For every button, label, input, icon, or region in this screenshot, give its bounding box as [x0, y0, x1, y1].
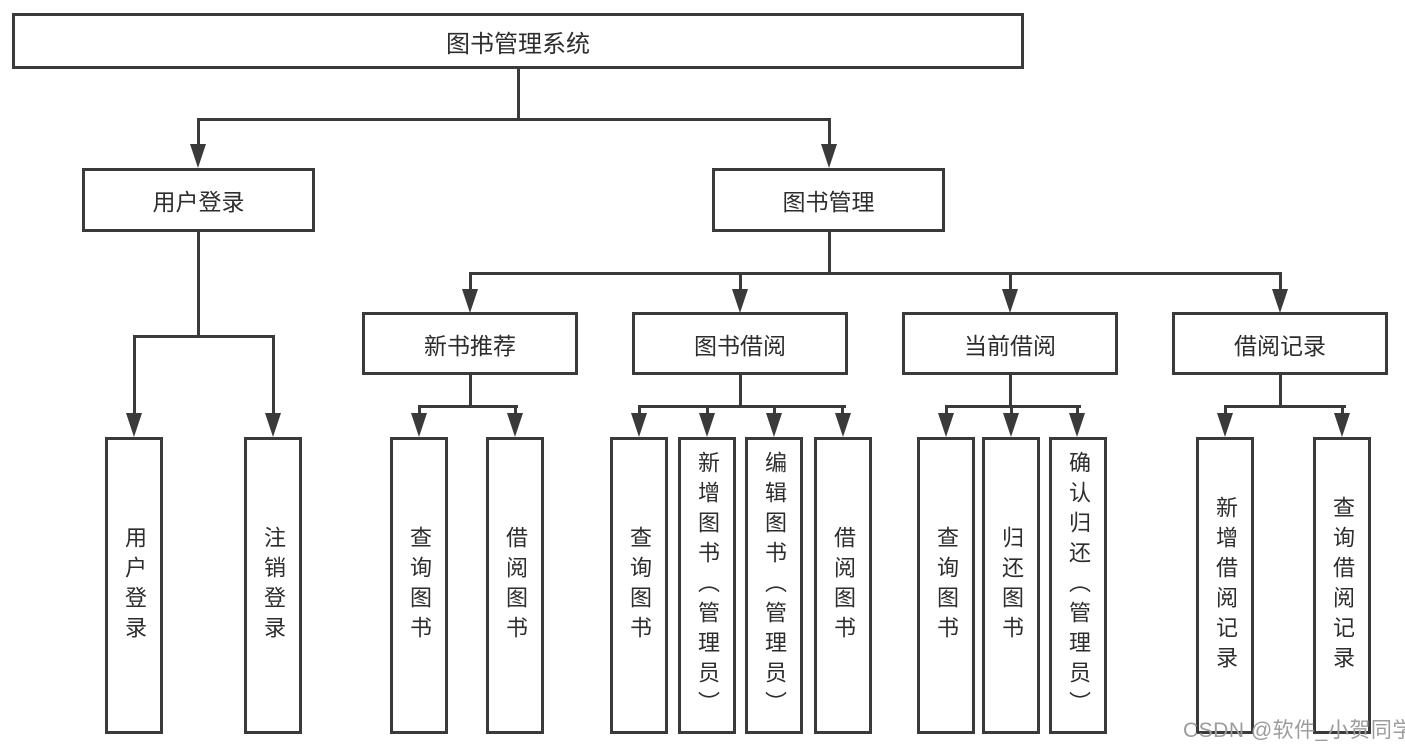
tree-line — [739, 272, 742, 292]
node-label: 编辑图书（管理员） — [762, 450, 787, 721]
node-label: 查询图书 — [627, 525, 652, 646]
arrow-down-icon — [190, 144, 206, 168]
tree-line — [133, 335, 136, 417]
tree-line — [197, 232, 200, 338]
node-borrow-records: 借阅记录 — [1172, 312, 1388, 375]
leaf-query-borrow-record: 查询借阅记录 — [1313, 437, 1371, 734]
tree-line — [1009, 375, 1012, 408]
tree-line — [517, 69, 520, 120]
arrow-down-icon — [1002, 289, 1018, 313]
node-label: 借阅记录 — [1234, 332, 1326, 359]
arrow-down-icon — [821, 144, 837, 168]
node-label: 注销登录 — [261, 525, 286, 646]
tree-line — [1279, 375, 1282, 408]
tree-line — [418, 405, 518, 408]
node-label: 借阅图书 — [503, 525, 528, 646]
node-label: 图书借阅 — [694, 332, 786, 359]
tree-line — [1341, 405, 1344, 417]
leaf-add-borrow-record: 新增借阅记录 — [1196, 437, 1254, 734]
node-book-borrow: 图书借阅 — [632, 312, 848, 375]
leaf-user-login: 用户登录 — [105, 437, 163, 734]
node-label: 新书推荐 — [424, 332, 516, 359]
node-label: 当前借阅 — [964, 332, 1056, 359]
node-book-management: 图书管理 — [712, 168, 945, 232]
arrow-down-icon — [766, 413, 782, 437]
node-label: 归还图书 — [999, 525, 1024, 646]
tree-line — [739, 375, 742, 408]
tree-line — [197, 118, 200, 148]
leaf-query-books-recommend: 查询图书 — [390, 437, 448, 734]
tree-line — [945, 405, 948, 417]
tree-line — [418, 405, 421, 417]
node-label: 用户登录 — [122, 525, 147, 646]
node-label: 查询图书 — [407, 525, 432, 646]
arrow-down-icon — [699, 413, 715, 437]
tree-line — [1279, 272, 1282, 292]
tree-line — [1010, 405, 1013, 417]
tree-line — [1224, 405, 1346, 408]
tree-line — [638, 405, 846, 408]
leaf-logout: 注销登录 — [244, 437, 302, 734]
tree-line — [197, 118, 831, 121]
arrow-down-icon — [1003, 413, 1019, 437]
csdn-watermark: CSDN @软件_小贺同学 — [1183, 719, 1405, 742]
node-label: 新增图书（管理员） — [695, 450, 720, 721]
arrow-down-icon — [631, 413, 647, 437]
node-label: 确认归还（管理员） — [1066, 450, 1091, 721]
arrow-down-icon — [126, 413, 142, 437]
arrow-down-icon — [1069, 413, 1085, 437]
node-label: 查询借阅记录 — [1330, 495, 1355, 676]
tree-line — [773, 405, 776, 417]
leaf-borrow-books-recommend: 借阅图书 — [486, 437, 544, 734]
arrow-down-icon — [411, 413, 427, 437]
arrow-down-icon — [732, 289, 748, 313]
arrow-down-icon — [265, 413, 281, 437]
tree-line — [841, 405, 844, 417]
node-current-borrow: 当前借阅 — [902, 312, 1118, 375]
node-new-book-recommend: 新书推荐 — [362, 312, 578, 375]
arrow-down-icon — [462, 289, 478, 313]
node-label: 新增借阅记录 — [1213, 495, 1238, 676]
arrow-down-icon — [507, 413, 523, 437]
tree-line — [469, 272, 472, 292]
tree-line — [828, 118, 831, 148]
node-label: 查询图书 — [934, 525, 959, 646]
node-label: 用户登录 — [152, 189, 245, 215]
tree-line — [514, 405, 517, 417]
tree-line — [469, 272, 1282, 275]
leaf-borrow-books: 借阅图书 — [814, 437, 872, 734]
tree-line — [133, 335, 275, 338]
arrow-down-icon — [1272, 289, 1288, 313]
arrow-down-icon — [1334, 413, 1350, 437]
tree-line — [945, 405, 1081, 408]
tree-line — [469, 375, 472, 408]
tree-line — [1224, 405, 1227, 417]
node-label: 图书管理 — [782, 189, 875, 215]
arrow-down-icon — [938, 413, 954, 437]
leaf-return-books: 归还图书 — [982, 437, 1040, 734]
leaf-query-books-borrow: 查询图书 — [610, 437, 668, 734]
leaf-add-book-admin: 新增图书（管理员） — [678, 437, 736, 734]
tree-line — [706, 405, 709, 417]
tree-line — [638, 405, 641, 417]
node-label: 图书管理系统 — [446, 30, 590, 58]
tree-line — [1009, 272, 1012, 292]
arrow-down-icon — [1217, 413, 1233, 437]
tree-line — [1076, 405, 1079, 417]
tree-line — [828, 232, 831, 275]
node-library-management-system: 图书管理系统 — [12, 13, 1024, 69]
leaf-confirm-return-admin: 确认归还（管理员） — [1049, 437, 1107, 734]
node-label: 借阅图书 — [831, 525, 856, 646]
node-user-login: 用户登录 — [82, 168, 315, 232]
leaf-edit-book-admin: 编辑图书（管理员） — [745, 437, 803, 734]
tree-line — [272, 335, 275, 417]
leaf-query-books-current: 查询图书 — [917, 437, 975, 734]
arrow-down-icon — [835, 413, 851, 437]
